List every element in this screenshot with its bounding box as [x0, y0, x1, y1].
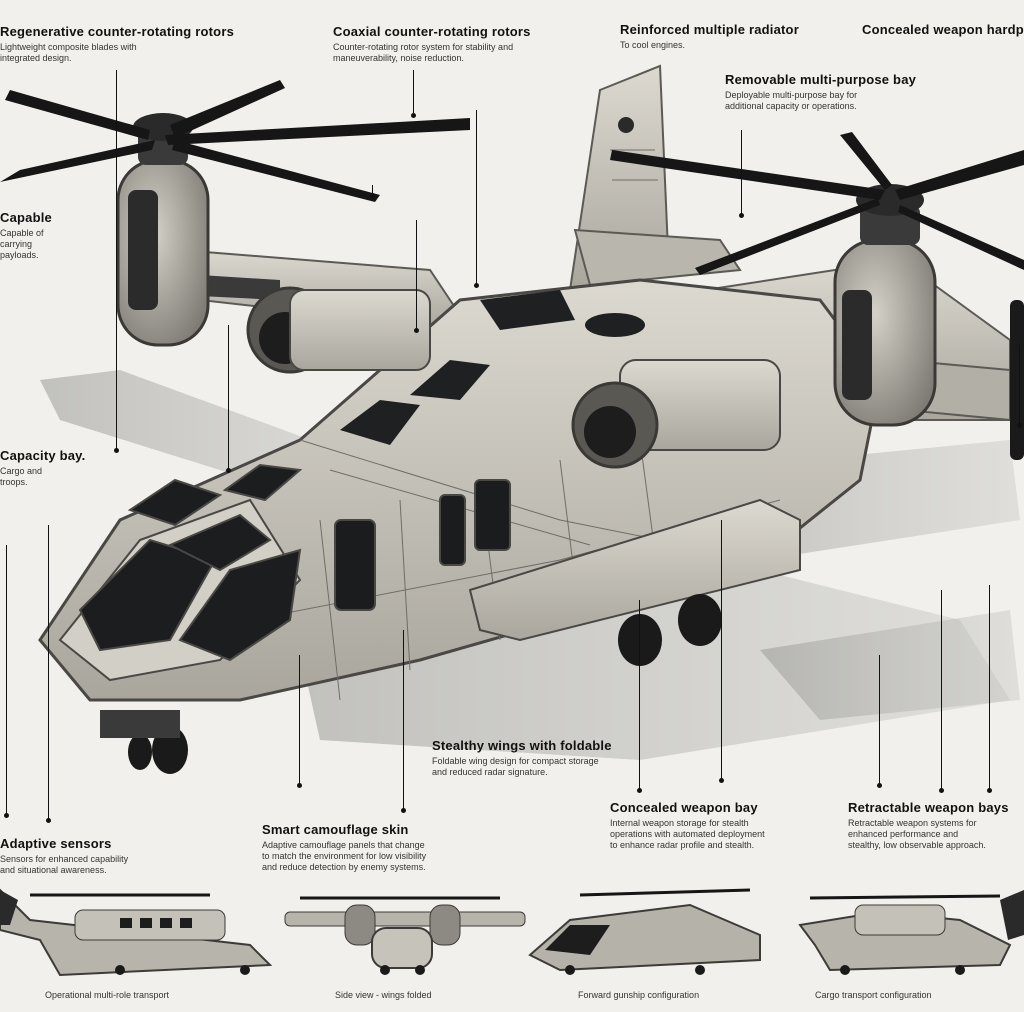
right-rotor-blades	[610, 132, 1024, 275]
callout-desc-line: to enhance radar profile and stealth.	[610, 840, 755, 850]
callout-adaptive-sensors: Adaptive sensors Sensors for enhanced ca…	[0, 836, 128, 876]
leader-line	[297, 655, 302, 788]
callout-title: Capacity bay.	[0, 448, 86, 463]
callout-title: Smart camouflage skin	[262, 822, 409, 837]
callout-title: Coaxial counter-rotating rotors	[333, 24, 531, 39]
callout-title: Capable	[0, 210, 52, 225]
callout-regenerative-rotors: Regenerative counter-rotating rotors Lig…	[0, 24, 234, 64]
callout-concealed-hardpoints: Concealed weapon hardpoints	[862, 22, 1024, 37]
callout-removable-bay: Removable multi-purpose bay Deployable m…	[725, 72, 916, 112]
callout-desc-line: troops.	[0, 477, 28, 487]
callout-title: Reinforced multiple radiator	[620, 22, 799, 37]
callout-desc-line: Sensors for enhanced capability	[0, 854, 129, 864]
tail-fin	[568, 64, 742, 291]
callout-desc-line: Lightweight composite blades with	[0, 42, 137, 52]
callout-desc-line: to match the environment for low visibil…	[262, 851, 427, 861]
callout-desc-line: To cool engines.	[620, 40, 686, 50]
leader-line	[226, 325, 231, 473]
callout-desc-line: and situational awareness.	[0, 865, 107, 875]
leader-line	[1017, 345, 1022, 428]
callout-desc-line: Internal weapon storage for stealth	[610, 818, 749, 828]
callout-desc-line: and reduce detection by enemy systems.	[262, 862, 426, 872]
leader-line	[411, 70, 416, 118]
caption-three-quarter-view: Forward gunship configuration	[578, 990, 700, 1000]
leader-line	[4, 545, 9, 818]
leader-line	[474, 110, 479, 288]
leader-line	[739, 130, 744, 218]
caption-side-view: Operational multi-role transport	[45, 990, 170, 1000]
callout-title: Adaptive sensors	[0, 836, 112, 851]
callout-desc-line: operations with automated deployment	[610, 829, 765, 839]
callout-desc-line: additional capacity or operations.	[725, 101, 857, 111]
callout-title: Stealthy wings with foldable	[432, 738, 612, 753]
side-windows	[334, 479, 511, 611]
callout-desc-line: payloads.	[0, 250, 39, 260]
leader-line	[370, 185, 375, 198]
callout-retractable-weapon-bays: Retractable weapon bays Retractable weap…	[848, 800, 1009, 851]
leader-line	[939, 590, 944, 793]
callout-desc-line: carrying	[0, 239, 33, 249]
leader-line	[637, 600, 642, 793]
callout-desc-line: Retractable weapon systems for	[848, 818, 977, 828]
sponson	[468, 498, 801, 642]
callout-title: Removable multi-purpose bay	[725, 72, 917, 87]
right-rotor-nacelle	[833, 184, 1024, 460]
callout-desc-line: Adaptive camouflage panels that change	[262, 840, 425, 850]
leader-line	[987, 585, 992, 793]
leader-line	[719, 520, 724, 783]
callout-desc-line: integrated design.	[0, 53, 72, 63]
callout-reinforced-radiator: Reinforced multiple radiator To cool eng…	[620, 22, 799, 51]
callout-desc-line: stealthy, low observable approach.	[848, 840, 986, 850]
landing-gear	[100, 594, 722, 774]
callout-stealthy-wings: Stealthy wings with foldable Foldable wi…	[432, 738, 612, 778]
callout-title: Regenerative counter-rotating rotors	[0, 24, 235, 39]
mini-view-side-left	[0, 888, 273, 977]
leader-line	[414, 220, 419, 333]
callout-desc-line: and reduced radar signature.	[432, 767, 548, 777]
callout-title: Retractable weapon bays	[848, 800, 1009, 815]
callout-desc-line: Foldable wing design for compact storage	[432, 756, 599, 766]
engine-right	[571, 359, 781, 469]
cockpit-canopy	[78, 463, 303, 662]
callout-title: Concealed weapon hardpoints	[862, 22, 1024, 37]
caption-front-view: Side view - wings folded	[335, 990, 432, 1000]
callout-desc-line: Cargo and	[0, 466, 43, 476]
callout-coaxial-rotors: Coaxial counter-rotating rotors Counter-…	[333, 24, 531, 64]
callout-desc-line: Deployable multi-purpose bay for	[725, 90, 858, 100]
mini-view-three-quarter	[528, 888, 761, 975]
left-rotor-nacelle	[116, 113, 210, 347]
leader-line	[46, 525, 51, 823]
callout-desc-line: Counter-rotating rotor system for stabil…	[333, 42, 514, 52]
left-rotor-blades	[0, 80, 470, 202]
callout-desc-line: maneuverability, noise reduction.	[333, 53, 464, 63]
engine-left	[246, 286, 431, 374]
callout-title: Concealed weapon bay	[610, 800, 758, 815]
leader-line	[401, 630, 406, 813]
caption-rear-side-view: Cargo transport configuration	[815, 990, 932, 1000]
callout-concealed-weapon-bay: Concealed weapon bay Internal weapon sto…	[610, 800, 765, 851]
upper-windows	[340, 290, 645, 445]
callout-desc-line: Capable of	[0, 228, 44, 238]
callout-smart-camouflage: Smart camouflage skin Adaptive camouflag…	[262, 822, 426, 873]
mini-view-side-right	[798, 890, 1024, 975]
leader-line	[114, 70, 119, 453]
mini-view-front	[284, 896, 526, 975]
callout-desc-line: enhanced performance and	[848, 829, 959, 839]
leader-line	[877, 655, 882, 788]
